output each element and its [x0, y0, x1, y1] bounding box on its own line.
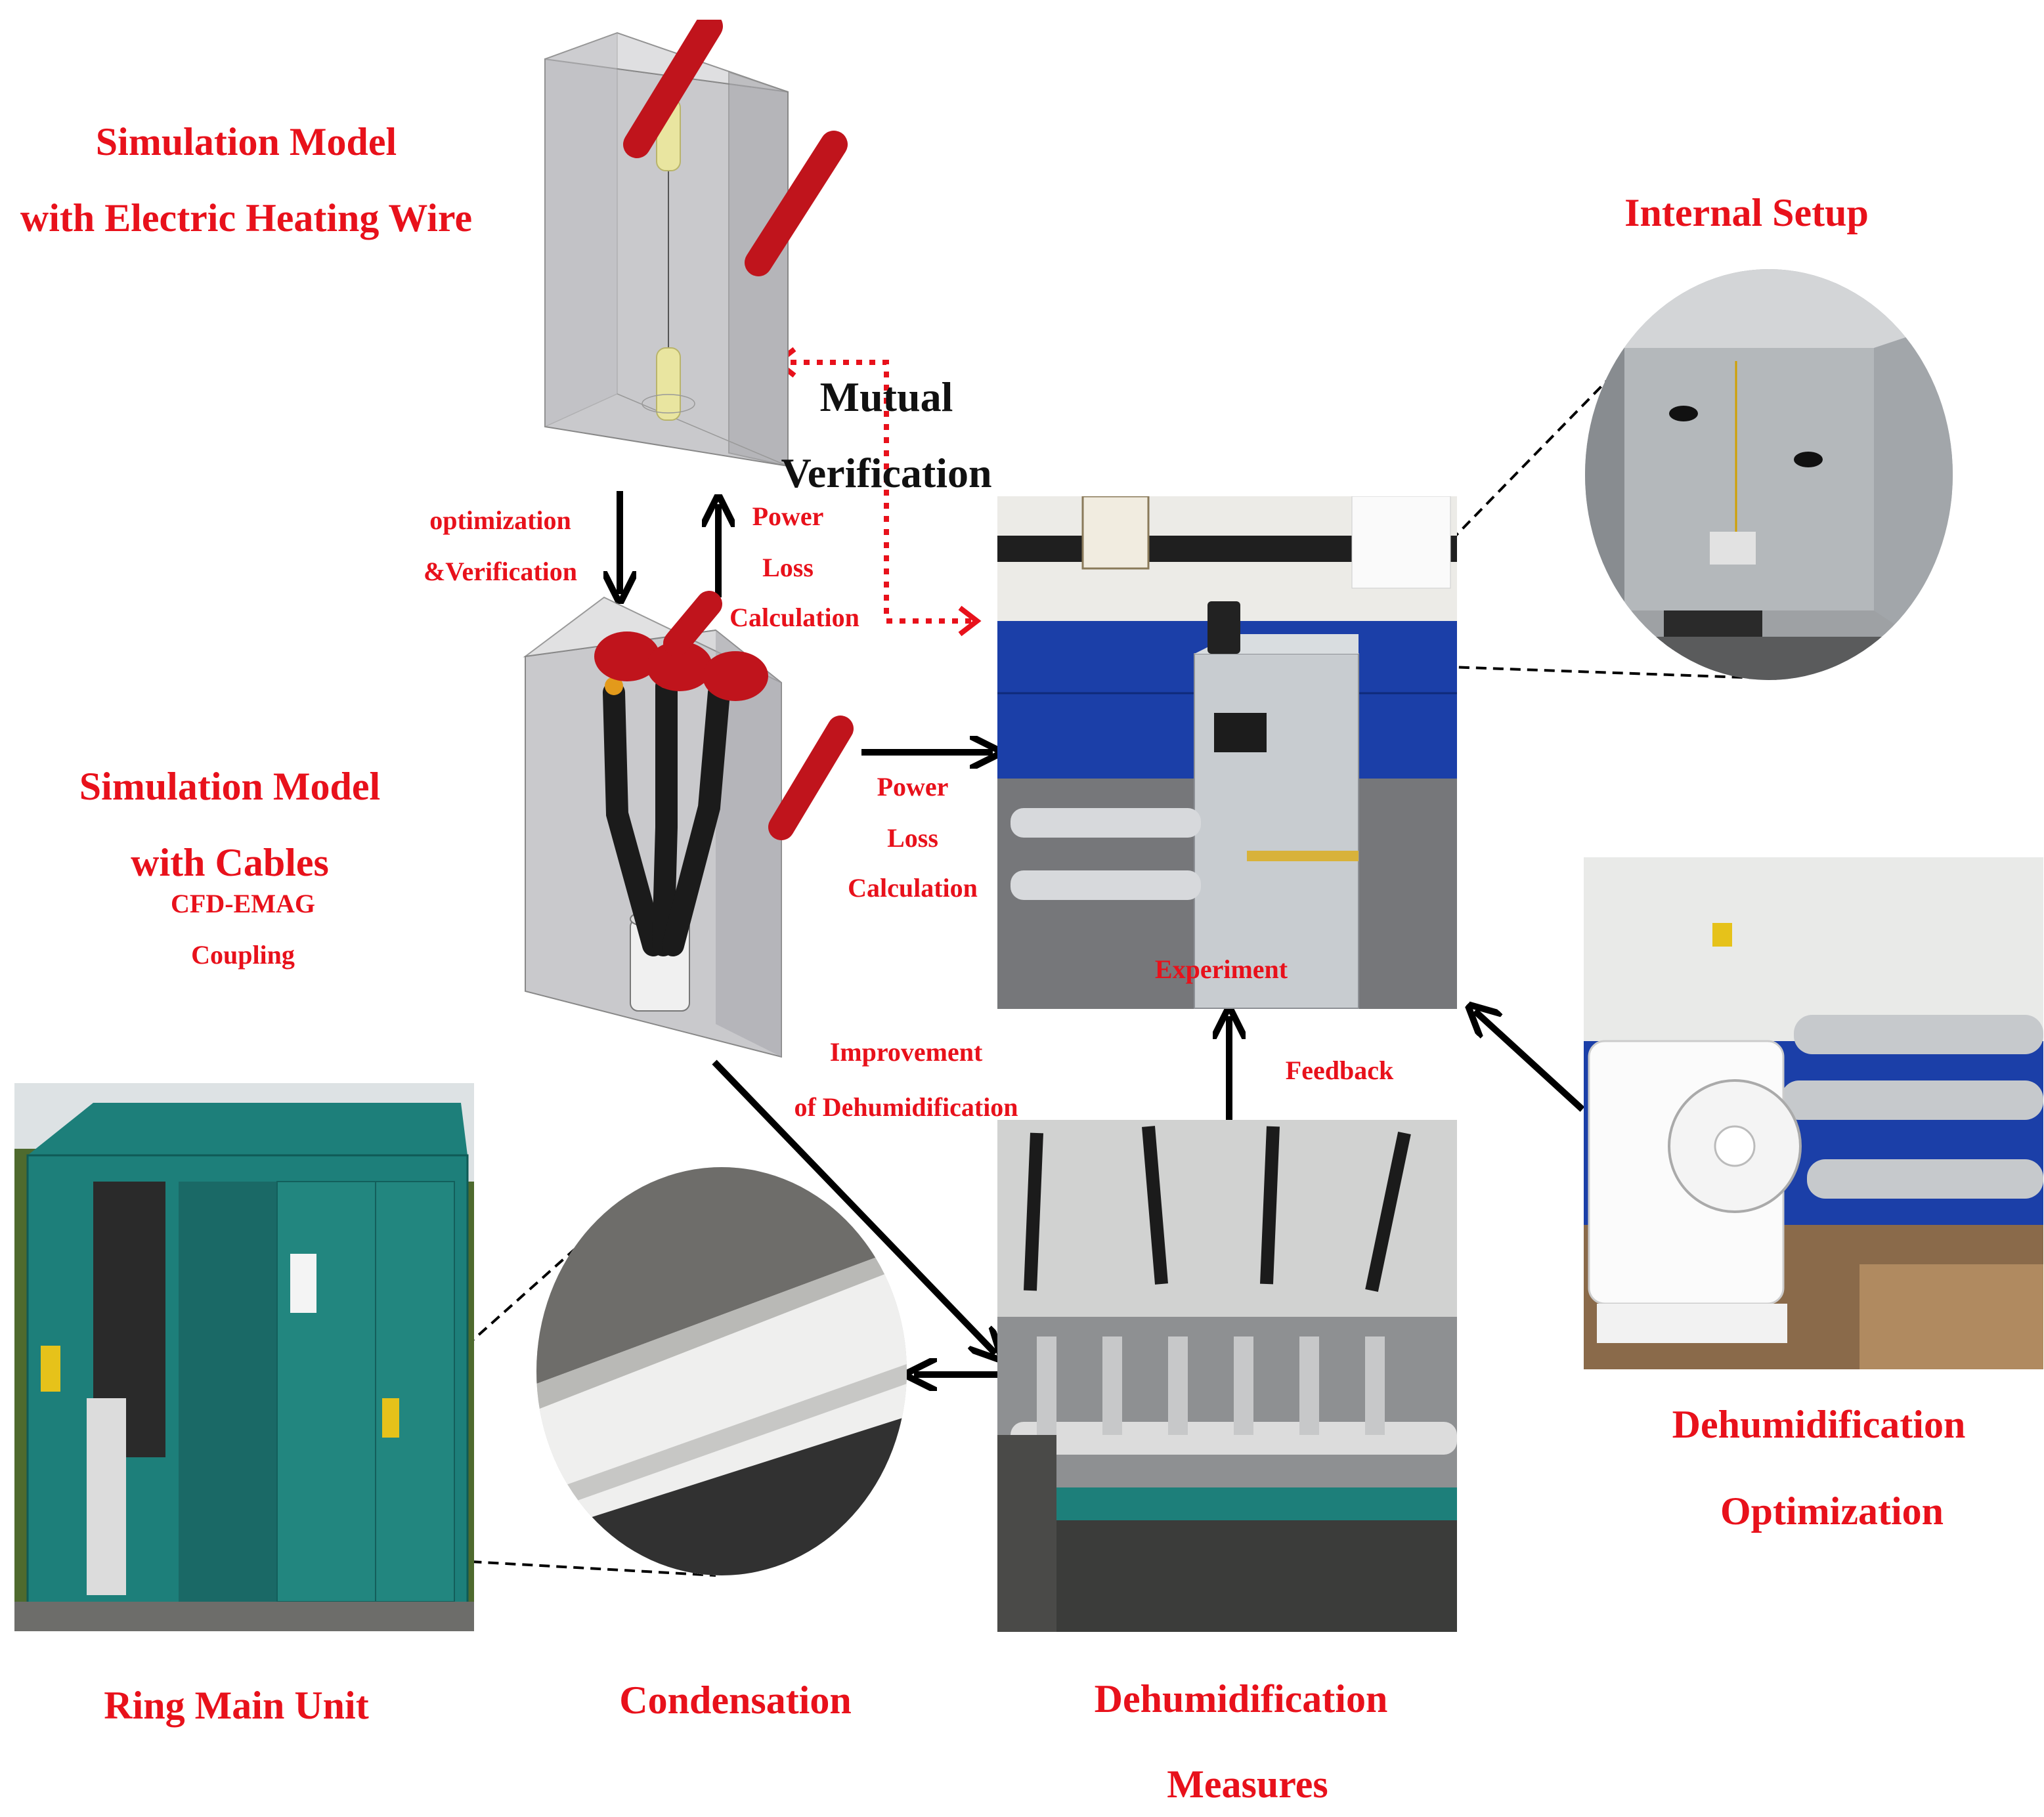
sim-heating-title-line2: with Electric Heating Wire — [20, 196, 473, 240]
ring-main-unit-photo — [14, 1083, 474, 1631]
condensation-photo — [536, 1167, 907, 1575]
simulation-model-heating-wire — [544, 20, 848, 467]
experiment-label: Experiment — [1154, 954, 1288, 984]
optimization-to-experiment-arrow — [1475, 1011, 1585, 1112]
power-loss-top-label-3: Calculation — [729, 603, 859, 632]
condensation-label: Condensation — [619, 1678, 852, 1722]
sim-heating-subtitle: with Electric Heating Wire — [0, 196, 492, 241]
sim-heating-title-line1: Simulation Model — [95, 120, 397, 163]
internal-setup-photo — [1585, 269, 1953, 680]
dehumidification-optimization-photo-art — [1584, 857, 2043, 1369]
experiment-photo-art — [997, 496, 1457, 1009]
improvement-arrow — [712, 1059, 995, 1354]
feedback-label: Feedback — [1285, 1056, 1394, 1085]
coupling-label: Coupling — [191, 940, 295, 970]
power-loss-top-label-1: Power — [752, 502, 824, 531]
optimization-label: optimization — [429, 505, 571, 535]
ring-main-unit-label: Ring Main Unit — [104, 1684, 369, 1727]
simulation-model-cables — [523, 591, 854, 1058]
power-loss-mid-label-3: Calculation — [848, 873, 978, 903]
mutual-verification-arrow — [777, 360, 977, 624]
sim-cables-subtitle: with Cables — [131, 841, 329, 884]
power-loss-mid-label-2: Loss — [887, 823, 938, 853]
dehumidification-optimization-photo — [1584, 857, 2043, 1369]
dehum-opt-label-1: Dehumidification — [1672, 1403, 1966, 1446]
power-loss-top-label-2: Loss — [762, 553, 814, 582]
dehum-opt-label-2: Optimization — [1720, 1489, 1944, 1533]
sim-cables-title: Simulation Model — [79, 765, 381, 808]
power-loss-mid-label-1: Power — [877, 772, 949, 802]
verification-sub-label: &Verification — [423, 557, 578, 586]
experiment-photo — [997, 496, 1457, 1009]
dehum-meas-label-2: Measures — [1167, 1763, 1328, 1806]
verification-label: Verification — [781, 450, 992, 496]
mutual-verification-head-right — [958, 605, 982, 637]
condensation-photo-art — [536, 1167, 907, 1575]
dehumidification-measures-photo-art — [997, 1120, 1457, 1632]
internal-setup-photo-art — [1585, 269, 1953, 680]
sim-heating-title: Simulation Model — [13, 119, 479, 165]
ring-main-unit-photo-art — [14, 1083, 474, 1631]
dehum-meas-label-1: Dehumidification — [1094, 1677, 1388, 1721]
internal-setup-label: Internal Setup — [1624, 191, 1869, 234]
improvement-label: Improvement — [829, 1037, 983, 1067]
mutual-label: Mutual — [819, 374, 953, 420]
of-dehumidification-label: of Dehumidification — [794, 1092, 1018, 1122]
cfd-label: CFD-EMAG — [171, 889, 315, 918]
dehumidification-measures-photo — [997, 1120, 1457, 1632]
